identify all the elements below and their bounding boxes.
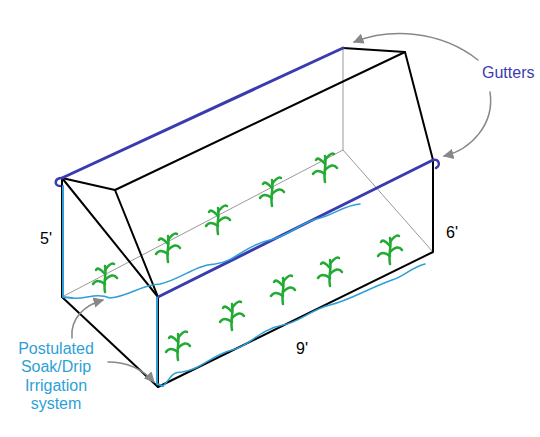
corn-plant xyxy=(378,236,402,264)
corn-plant xyxy=(156,234,180,262)
plant-leaf xyxy=(260,195,272,198)
right-hip xyxy=(343,48,433,160)
plant-leaf xyxy=(390,247,402,252)
leader-arrow xyxy=(108,362,154,382)
plant-leaf xyxy=(274,281,283,286)
plant-leaf xyxy=(330,269,342,274)
plant-leaf xyxy=(156,251,168,254)
downspout xyxy=(63,186,72,298)
plant-leaf xyxy=(168,245,180,250)
plant-group xyxy=(93,154,402,360)
callout-label: Gutters xyxy=(482,64,534,82)
plant-leaf xyxy=(206,223,218,226)
plant-leaf xyxy=(220,319,232,322)
plant-leaf xyxy=(271,293,283,296)
plant-leaf xyxy=(105,275,117,280)
corn-plant xyxy=(318,258,342,286)
plant-leaf xyxy=(218,206,227,212)
plant-leaf xyxy=(316,159,325,164)
leader-arrow xyxy=(354,34,478,60)
plant-leaf xyxy=(318,275,330,278)
plant-leaf xyxy=(223,307,232,312)
plant-leaf xyxy=(263,183,272,188)
dimension-label: 9' xyxy=(296,340,308,358)
plant-leaf xyxy=(178,343,190,348)
plant-leaf xyxy=(390,236,399,242)
back-corner-edge xyxy=(343,48,344,150)
plant-leaf xyxy=(232,313,244,318)
plant-leaf xyxy=(96,269,105,274)
plant-leaf xyxy=(105,264,114,270)
left-hip xyxy=(62,178,158,297)
plant-leaf xyxy=(313,171,325,174)
plant-leaf xyxy=(378,253,390,256)
plant-leaf xyxy=(178,332,187,338)
corn-plant xyxy=(220,302,244,330)
dimension-label: 6' xyxy=(446,224,458,242)
plant-leaf xyxy=(283,287,295,292)
callout-label: Postulated Soak/Drip Irrigation system xyxy=(2,340,110,414)
corn-plant xyxy=(166,332,190,360)
plant-leaf xyxy=(169,337,178,342)
plant-leaf xyxy=(159,239,168,244)
plant-leaf xyxy=(321,263,330,268)
plant-leaf xyxy=(218,217,230,222)
plant-leaf xyxy=(168,234,177,240)
plant-leaf xyxy=(272,178,281,184)
plant-leaf xyxy=(325,165,337,170)
dimension-label: 5' xyxy=(40,230,52,248)
corn-plant xyxy=(271,276,295,304)
plant-leaf xyxy=(381,241,390,246)
irrigation-line xyxy=(163,264,425,386)
wall-outline xyxy=(62,160,433,387)
leader-arrow xyxy=(72,300,103,338)
plant-leaf xyxy=(209,211,218,216)
plant-leaf xyxy=(166,349,178,352)
downspout xyxy=(157,298,163,386)
plant-leaf xyxy=(93,281,105,284)
roof-ridge xyxy=(115,52,405,190)
plant-leaf xyxy=(330,258,339,264)
gable-base-edge xyxy=(62,178,158,297)
leader-arrow xyxy=(444,92,491,156)
back-gutter xyxy=(62,48,343,178)
gutter-hook xyxy=(56,178,62,186)
irrigation-line xyxy=(72,204,360,298)
back-floor-edge xyxy=(62,150,433,297)
corn-plant xyxy=(206,206,230,234)
gutter-hook xyxy=(433,160,439,168)
corn-plant xyxy=(313,154,337,182)
plant-leaf xyxy=(283,276,292,282)
corn-plant xyxy=(93,264,117,292)
corn-plant xyxy=(260,178,284,206)
plant-leaf xyxy=(272,189,284,194)
plant-leaf xyxy=(325,154,334,160)
plant-leaf xyxy=(232,302,241,308)
